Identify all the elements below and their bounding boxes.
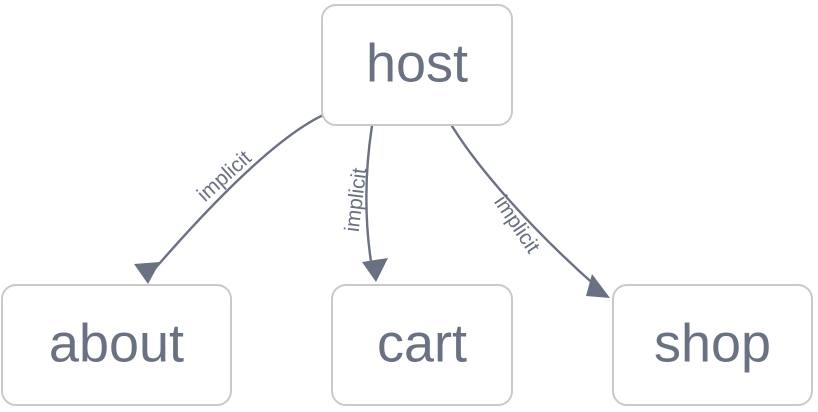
edge-line [150, 110, 332, 274]
node-box[interactable] [331, 284, 513, 406]
edge-host-to-shop: implicit [450, 124, 610, 298]
edge-line [365, 124, 374, 270]
node-label: host [366, 33, 468, 93]
node-box[interactable] [321, 4, 513, 126]
node-cart[interactable]: cart [331, 284, 513, 406]
edge-line [450, 124, 600, 290]
node-shop[interactable]: shop [612, 284, 813, 406]
node-label: cart [377, 313, 467, 373]
arrowhead-icon [134, 262, 160, 284]
node-box[interactable] [1, 284, 232, 406]
edge-label: implicit [193, 146, 256, 206]
edges-layer: implicit implicit implicit [134, 110, 610, 298]
edge-host-to-cart: implicit [341, 124, 388, 282]
node-about[interactable]: about [1, 284, 232, 406]
edge-host-to-about: implicit [134, 110, 332, 284]
node-box[interactable] [612, 284, 813, 406]
node-label: shop [654, 313, 771, 373]
node-host[interactable]: host [321, 4, 513, 126]
node-label: about [49, 313, 184, 373]
edge-label: implicit [489, 191, 544, 257]
nodes-layer: host about cart shop [1, 4, 813, 406]
arrowhead-icon [586, 274, 610, 298]
arrowhead-icon [362, 258, 388, 282]
